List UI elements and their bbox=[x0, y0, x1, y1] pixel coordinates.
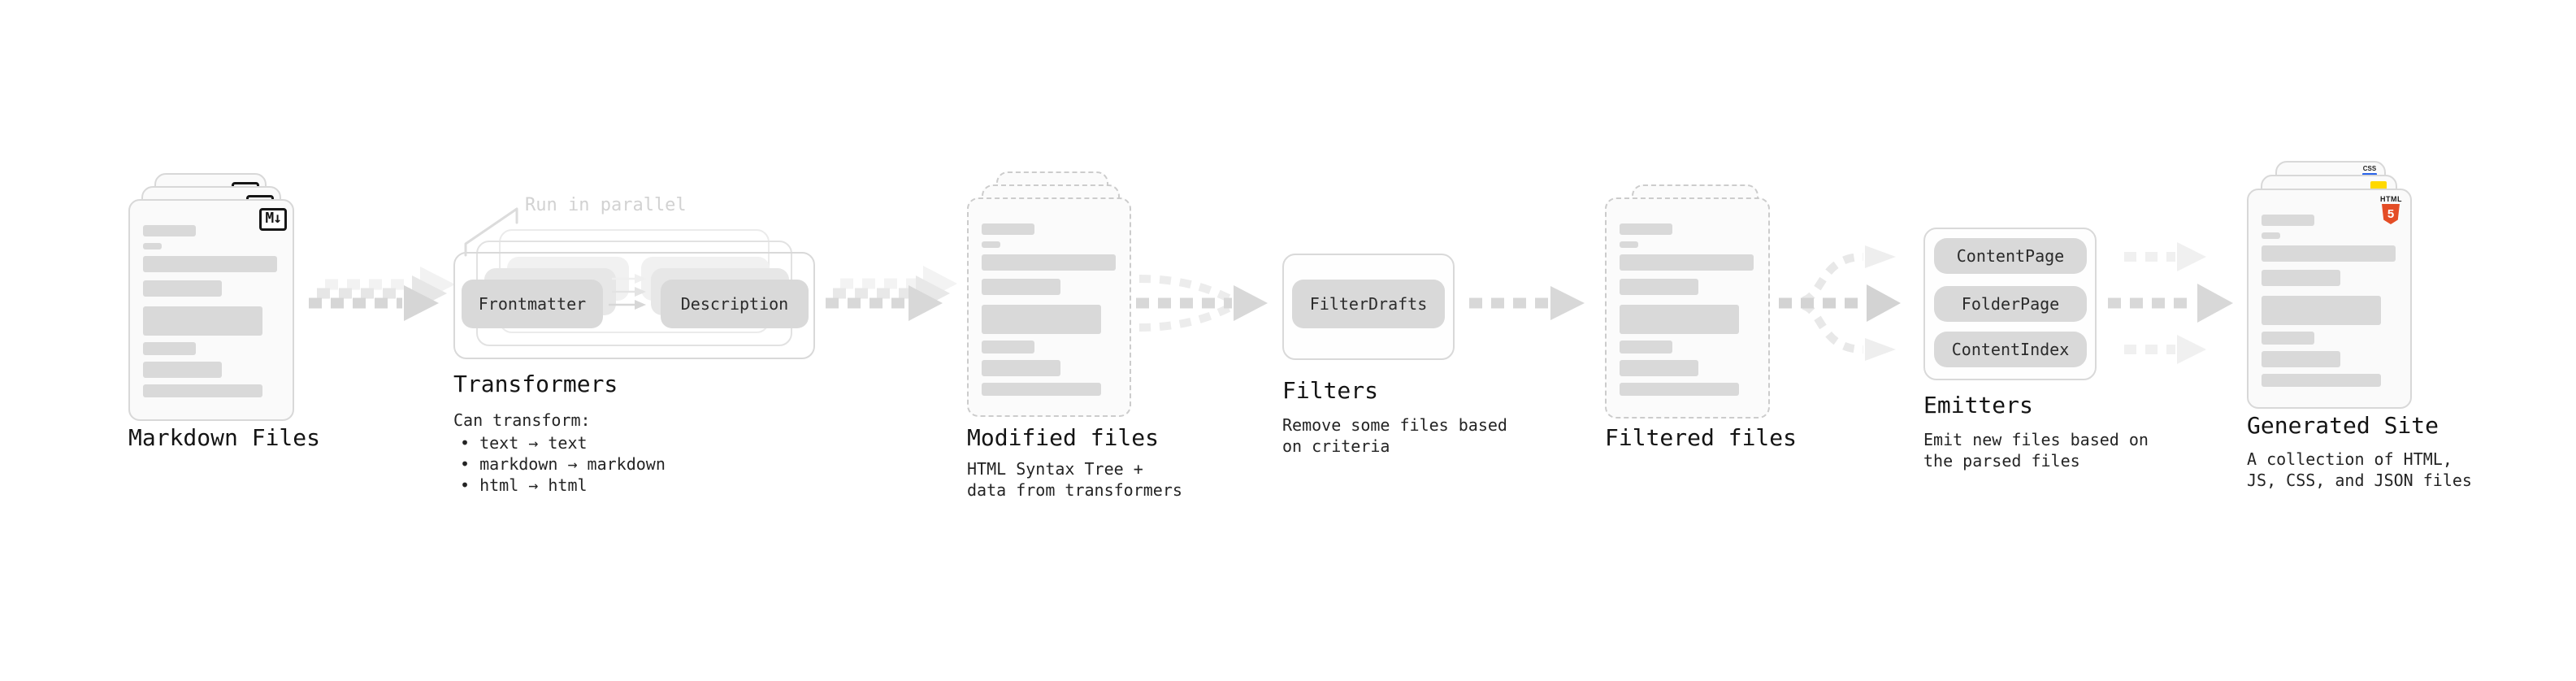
frontmatter-pill: Frontmatter bbox=[462, 280, 603, 328]
bullet-line: • markdown → markdown bbox=[460, 454, 666, 474]
pill-flow-arrows bbox=[609, 274, 646, 310]
transformers-bullets: • text → text • markdown → markdown • ht… bbox=[460, 432, 666, 496]
markdown-icon: M↓ bbox=[259, 208, 287, 231]
doc-text-line bbox=[982, 360, 1060, 376]
doc-text-line bbox=[143, 243, 162, 249]
doc-text-line bbox=[143, 225, 196, 236]
doc-text-line bbox=[143, 306, 262, 336]
arrow-transformers-to-modified bbox=[826, 266, 957, 321]
arrow-filters-to-filtered bbox=[1469, 286, 1585, 320]
doc-text-line bbox=[143, 362, 222, 378]
doc-text-line bbox=[1620, 223, 1672, 235]
filterdrafts-pill: FilterDrafts bbox=[1292, 280, 1445, 328]
desc-line: Remove some files based bbox=[1282, 415, 1507, 435]
run-in-parallel-note: Run in parallel bbox=[525, 195, 687, 215]
generated-site-desc: A collection of HTML, JS, CSS, and JSON … bbox=[2247, 449, 2472, 491]
contentindex-pill: ContentIndex bbox=[1934, 332, 2087, 367]
markdown-file-front: M↓ bbox=[128, 199, 294, 421]
annotation-leader-line bbox=[464, 207, 518, 257]
doc-text-line bbox=[982, 254, 1116, 271]
desc-line: HTML Syntax Tree + bbox=[967, 459, 1143, 479]
emitters-desc: Emit new files based on the parsed files bbox=[1923, 429, 2149, 471]
html5-icon-shield: 5 bbox=[2382, 204, 2400, 224]
doc-text-line bbox=[982, 305, 1101, 334]
bullet-line: • html → html bbox=[460, 475, 588, 495]
desc-line: the parsed files bbox=[1923, 451, 2080, 471]
doc-text-line bbox=[2262, 296, 2381, 325]
description-pill: Description bbox=[661, 280, 809, 328]
filters-desc: Remove some files based on criteria bbox=[1282, 414, 1507, 457]
folderpage-pill: FolderPage bbox=[1934, 286, 2087, 322]
filters-label: Filters bbox=[1282, 377, 1379, 404]
doc-text-line bbox=[1620, 360, 1698, 376]
generated-file-html: HTML 5 bbox=[2247, 189, 2412, 409]
emitters-label: Emitters bbox=[1923, 392, 2033, 419]
doc-text-line bbox=[982, 241, 1000, 248]
modified-files-desc: HTML Syntax Tree + data from transformer… bbox=[967, 458, 1182, 501]
css-icon-label: CSS bbox=[2362, 165, 2377, 172]
doc-text-line bbox=[143, 280, 222, 297]
filtered-file-front bbox=[1605, 197, 1770, 419]
html5-icon-label: HTML bbox=[2380, 195, 2402, 203]
doc-text-line bbox=[1620, 279, 1698, 295]
doc-text-line bbox=[2262, 232, 2280, 239]
html5-icon: HTML 5 bbox=[2380, 195, 2402, 224]
doc-text-line bbox=[1620, 383, 1739, 396]
doc-text-line bbox=[982, 223, 1034, 235]
doc-text-line bbox=[2262, 374, 2381, 387]
desc-line: on criteria bbox=[1282, 436, 1390, 456]
modified-files-label: Modified files bbox=[967, 424, 1160, 451]
doc-text-line bbox=[982, 279, 1060, 295]
transformers-box-front bbox=[453, 252, 815, 359]
markdown-files-label: Markdown Files bbox=[128, 424, 321, 451]
doc-text-line bbox=[1620, 340, 1672, 354]
doc-text-line bbox=[1620, 305, 1739, 334]
doc-text-line bbox=[2262, 332, 2314, 345]
desc-line: JS, CSS, and JSON files bbox=[2247, 471, 2472, 490]
doc-text-line bbox=[2262, 245, 2396, 262]
doc-text-line bbox=[1620, 241, 1638, 248]
doc-text-line bbox=[982, 340, 1034, 354]
doc-text-line bbox=[1620, 254, 1754, 271]
modified-file-front bbox=[967, 197, 1131, 417]
arrow-modified-to-filters bbox=[1136, 275, 1268, 332]
arrow-markdown-to-transformers bbox=[309, 267, 455, 321]
contentpage-pill: ContentPage bbox=[1934, 238, 2087, 274]
arrow-filtered-to-emitters bbox=[1779, 245, 1901, 361]
doc-text-line bbox=[143, 384, 262, 397]
arrow-emitters-to-generated bbox=[2108, 242, 2233, 364]
generated-site-label: Generated Site bbox=[2247, 412, 2439, 439]
doc-text-line bbox=[2262, 351, 2340, 367]
desc-line: Emit new files based on bbox=[1923, 430, 2149, 449]
doc-text-line bbox=[2262, 215, 2314, 226]
desc-line: data from transformers bbox=[967, 480, 1182, 500]
bullet-line: • text → text bbox=[460, 433, 588, 453]
doc-text-line bbox=[2262, 270, 2340, 286]
desc-line: A collection of HTML, bbox=[2247, 449, 2452, 469]
transformers-label: Transformers bbox=[453, 371, 618, 397]
html5-icon-number: 5 bbox=[2387, 207, 2395, 221]
filtered-files-label: Filtered files bbox=[1605, 424, 1798, 451]
doc-text-line bbox=[143, 256, 277, 272]
doc-text-line bbox=[982, 383, 1101, 396]
transformers-desc-title: Can transform: bbox=[453, 410, 591, 430]
doc-text-line bbox=[143, 342, 196, 355]
